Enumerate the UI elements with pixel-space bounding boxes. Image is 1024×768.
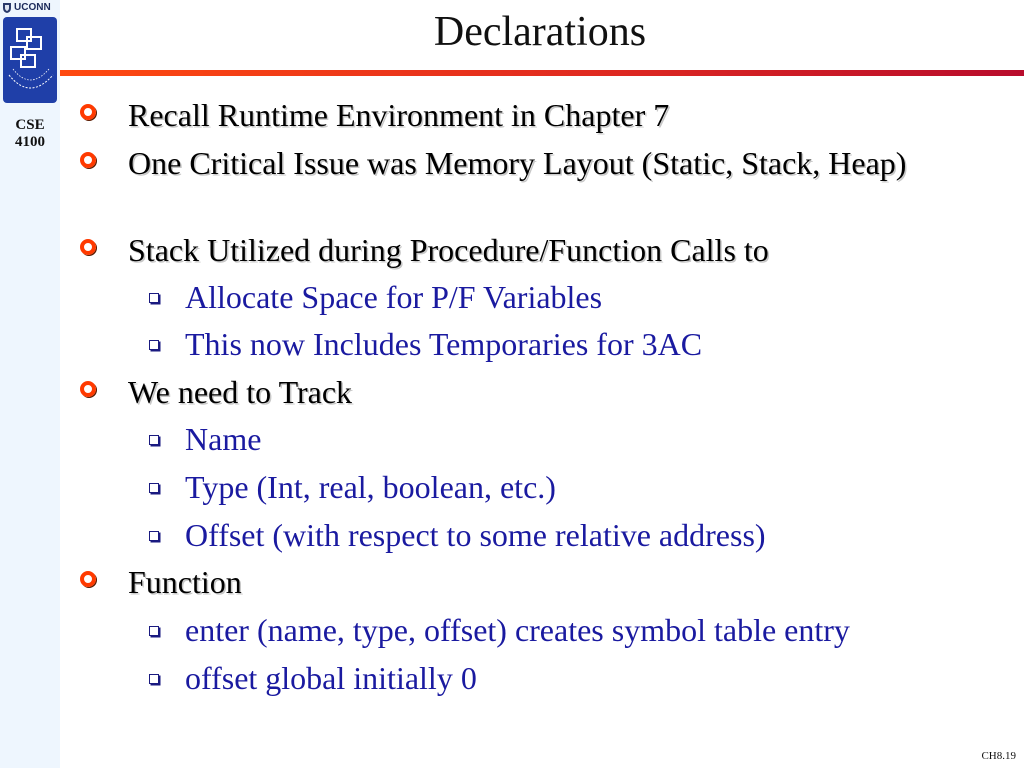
sub-bullet-text: This now Includes Temporaries for 3AC bbox=[185, 326, 703, 362]
sub-bullet-item: This now Includes Temporaries for 3AC bbox=[149, 323, 1015, 365]
circle-bullet-icon bbox=[80, 152, 96, 168]
square-bullet-icon bbox=[149, 435, 159, 445]
bullet-text: We need to Track bbox=[128, 374, 353, 410]
bullet-item: We need to Track bbox=[80, 371, 988, 413]
bullet-text: Recall Runtime Environment in Chapter 7 bbox=[128, 97, 670, 133]
circle-bullet-icon bbox=[80, 571, 96, 587]
circle-bullet-icon bbox=[80, 381, 96, 397]
bullet-text: Function bbox=[128, 564, 242, 600]
slide-title: Declarations bbox=[433, 9, 647, 55]
slide-number: CH8.19 bbox=[981, 750, 1016, 762]
uconn-logo: UCONN bbox=[2, 2, 51, 13]
sub-bullet-text: Name bbox=[185, 421, 262, 457]
square-bullet-icon bbox=[149, 674, 159, 684]
sub-bullet-item: Type (Int, real, boolean, etc.) bbox=[149, 466, 1015, 508]
sub-bullet-item: offset global initially 0 bbox=[149, 657, 1015, 699]
bullet-item: One Critical Issue was Memory Layout (St… bbox=[80, 142, 1008, 184]
square-bullet-icon bbox=[149, 340, 159, 350]
bullet-text: Stack Utilized during Procedure/Function… bbox=[128, 232, 769, 268]
bullet-item: Stack Utilized during Procedure/Function… bbox=[80, 229, 988, 271]
sub-bullet-item: Name bbox=[149, 418, 1015, 460]
university-name: UCONN bbox=[14, 2, 51, 13]
square-bullet-icon bbox=[149, 531, 159, 541]
sub-bullet-item: Allocate Space for P/F Variables bbox=[149, 276, 1015, 318]
sub-bullet-text: offset global initially 0 bbox=[185, 660, 477, 696]
bullet-text: One Critical Issue was Memory Layout (St… bbox=[128, 145, 907, 181]
title-divider bbox=[60, 70, 1024, 76]
square-bullet-icon bbox=[149, 293, 159, 303]
department-logo-icon bbox=[3, 17, 57, 103]
sub-bullet-text: Type (Int, real, boolean, etc.) bbox=[185, 469, 556, 505]
square-bullet-icon bbox=[149, 626, 159, 636]
circle-bullet-icon bbox=[80, 239, 96, 255]
square-bullet-icon bbox=[149, 483, 159, 493]
course-code: CSE 4100 bbox=[0, 117, 60, 151]
seal-icon bbox=[3, 3, 11, 13]
sub-bullet-text: Offset (with respect to some relative ad… bbox=[185, 517, 766, 553]
sub-bullet-item: Offset (with respect to some relative ad… bbox=[149, 514, 1015, 556]
course-code-line2: 4100 bbox=[15, 134, 45, 150]
bullet-item: Function bbox=[80, 561, 988, 603]
sub-bullet-text: Allocate Space for P/F Variables bbox=[185, 279, 603, 315]
circle-bullet-icon bbox=[80, 104, 96, 120]
sidebar: UCONN CSE 4100 bbox=[0, 0, 60, 768]
course-code-line1: CSE bbox=[15, 117, 45, 133]
sub-bullet-text: enter (name, type, offset) creates symbo… bbox=[185, 612, 850, 648]
bullet-item: Recall Runtime Environment in Chapter 7 bbox=[80, 94, 988, 136]
sub-bullet-item: enter (name, type, offset) creates symbo… bbox=[149, 609, 1024, 651]
